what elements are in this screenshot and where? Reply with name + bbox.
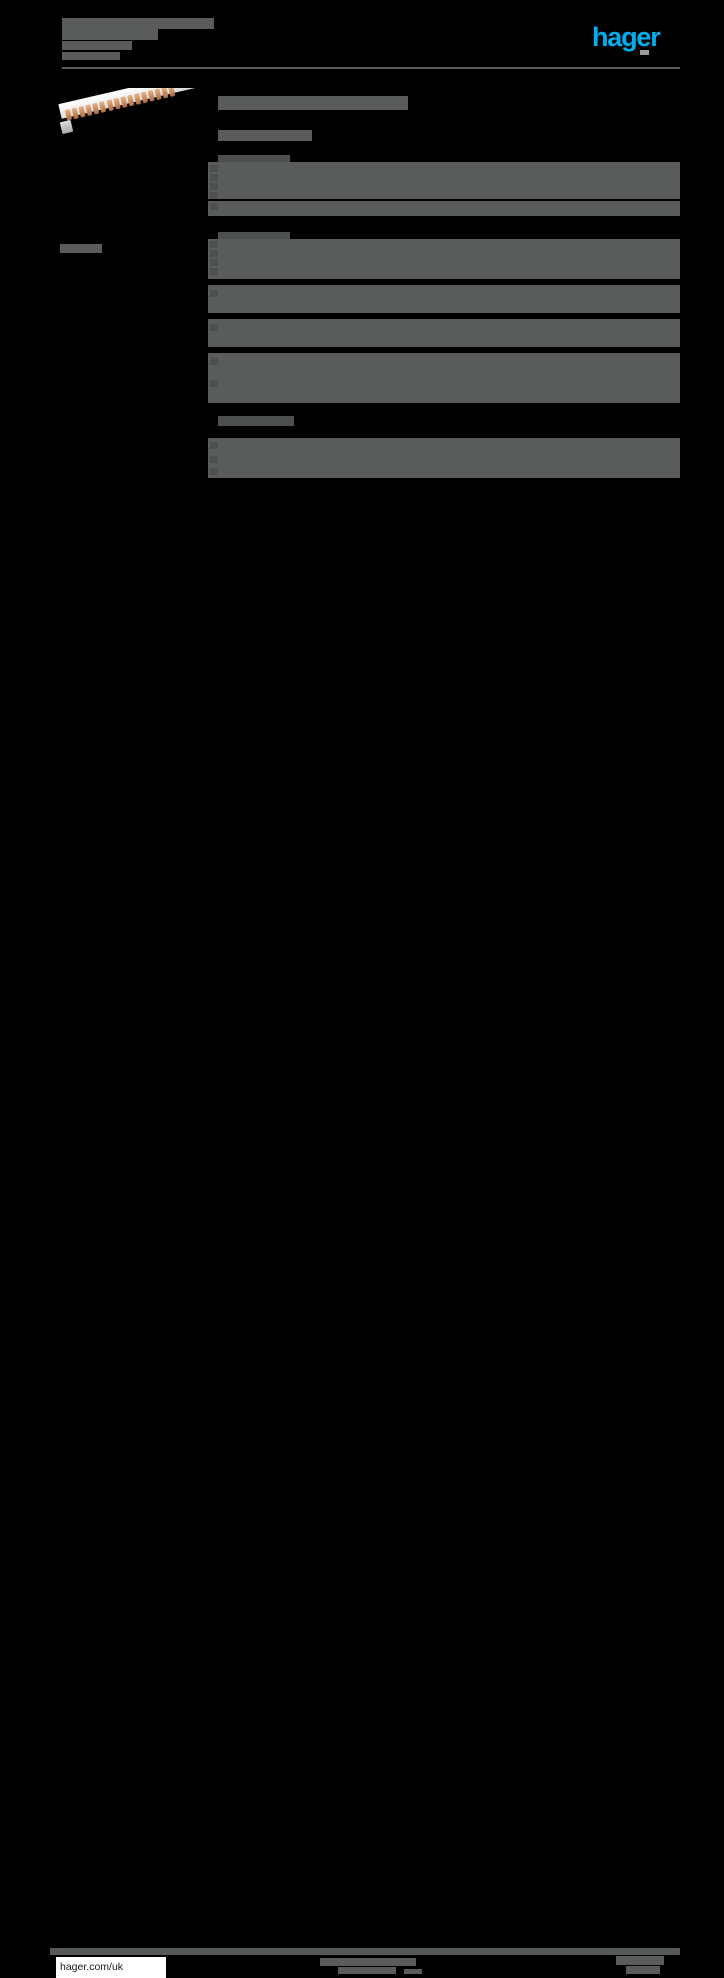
page-title (218, 96, 408, 110)
row-key (210, 174, 218, 181)
row-key (210, 358, 218, 365)
row-key (210, 380, 218, 387)
page-header: hager (0, 0, 724, 80)
row-key (210, 241, 218, 248)
busbar-comb-image (56, 88, 206, 150)
section-heading-2 (218, 232, 290, 242)
comb-end-cap-shape (59, 119, 74, 135)
footer-right-mark (626, 1966, 660, 1974)
table-row (208, 239, 680, 279)
row-key (210, 183, 218, 190)
header-title-line-4 (62, 52, 120, 60)
logo-underline-mark (640, 50, 649, 55)
row-key (210, 442, 218, 449)
footer-center-mark (404, 1969, 422, 1974)
page-footer: hager.com/uk (0, 968, 724, 1978)
row-key (210, 290, 218, 297)
header-title-line-1 (62, 18, 214, 29)
row-key (210, 456, 218, 463)
row-key (210, 203, 218, 210)
footer-divider (50, 1948, 680, 1955)
footer-center-text (320, 1958, 416, 1966)
row-key (210, 468, 218, 475)
table-row (208, 285, 680, 313)
row-key (210, 192, 218, 199)
table-row (208, 319, 680, 347)
table-row (208, 162, 680, 199)
row-key (210, 259, 218, 266)
table-row (208, 438, 680, 478)
header-title-line-2 (62, 29, 158, 40)
header-title-line-3 (62, 41, 132, 50)
section-heading-1 (218, 155, 290, 165)
table-row (208, 201, 680, 216)
row-key (210, 165, 218, 172)
row-key (210, 268, 218, 275)
hager-logo: hager (592, 22, 661, 52)
row-key (210, 324, 218, 331)
footer-page-number (616, 1956, 664, 1965)
table-row (208, 375, 680, 403)
footer-url-link[interactable]: hager.com/uk (60, 1961, 124, 1973)
footer-center-subtext (338, 1967, 396, 1974)
page-subtitle (218, 130, 312, 141)
row-key (210, 250, 218, 257)
header-divider (62, 67, 680, 69)
sidebar-section-label (60, 244, 102, 253)
section-heading-3 (218, 416, 294, 426)
